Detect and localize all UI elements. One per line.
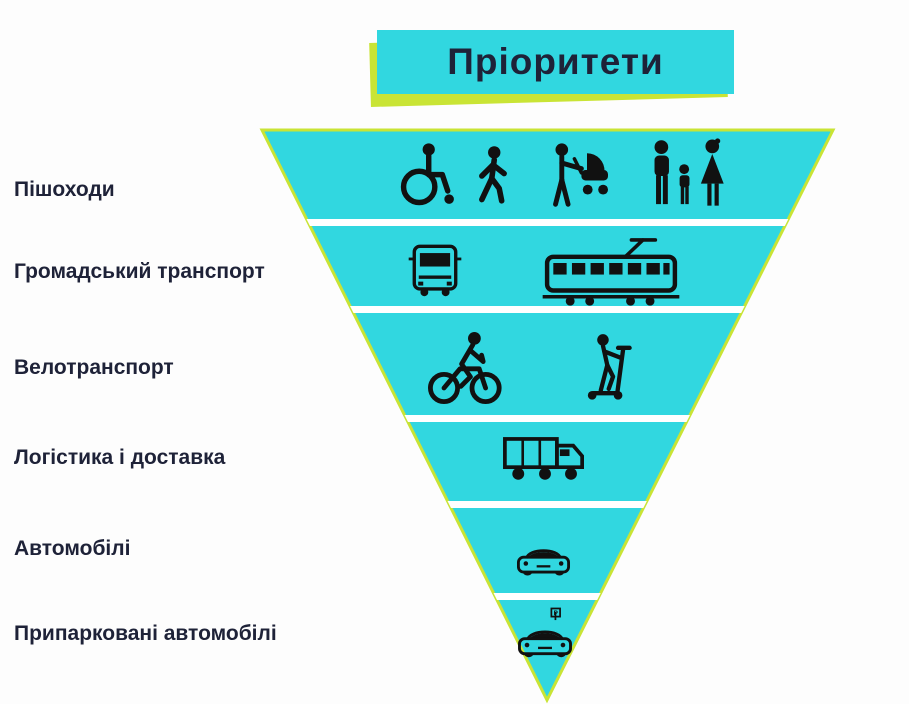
band-divider bbox=[262, 501, 833, 508]
band-divider bbox=[262, 306, 833, 313]
band-divider-lines bbox=[262, 219, 833, 600]
row-label-cars: Автомобілі bbox=[14, 537, 131, 560]
row-label-parked-cars: Припарковані автомобілі bbox=[14, 622, 277, 645]
row-label-bicycles: Велотранспорт bbox=[14, 356, 174, 379]
row-label-public-transport: Громадський транспорт bbox=[14, 260, 265, 283]
title-box: Пріоритети bbox=[377, 30, 734, 94]
title-banner: Пріоритети bbox=[369, 30, 734, 107]
page-title: Пріоритети bbox=[447, 41, 664, 82]
row-label-pedestrians: Пішоходи bbox=[14, 178, 115, 201]
row-label-logistics: Логістика і доставка bbox=[14, 446, 226, 469]
band-divider bbox=[262, 593, 833, 600]
band-divider bbox=[262, 219, 833, 226]
band-divider bbox=[262, 415, 833, 422]
